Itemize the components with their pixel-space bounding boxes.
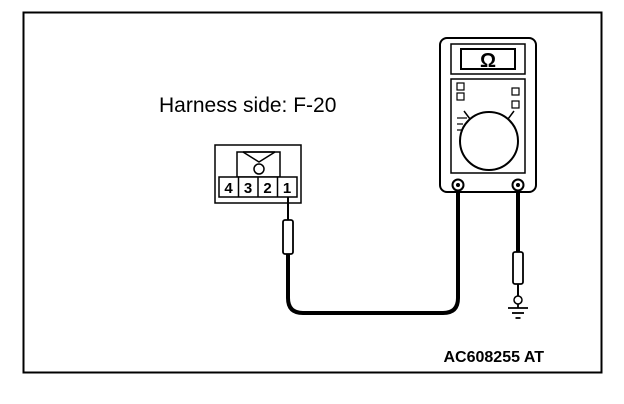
harness-label: Harness side: F-20: [159, 94, 336, 117]
pin-label: 2: [263, 180, 271, 197]
pin-label: 4: [224, 180, 233, 197]
ground-icon: [508, 304, 528, 319]
connector-icon: 4 3 2 1: [214, 144, 302, 204]
figure-code: AC608255 AT: [444, 349, 545, 366]
probe-icon: [282, 197, 294, 255]
test-lead: [286, 188, 460, 315]
pin-label: 1: [283, 180, 291, 197]
multimeter-icon: Ω: [439, 37, 537, 193]
selector-dial: [459, 111, 519, 171]
ohm-symbol: Ω: [480, 50, 496, 72]
figure-frame: [22, 11, 603, 374]
pin-label: 3: [244, 180, 252, 197]
probe-icon: [512, 251, 524, 305]
